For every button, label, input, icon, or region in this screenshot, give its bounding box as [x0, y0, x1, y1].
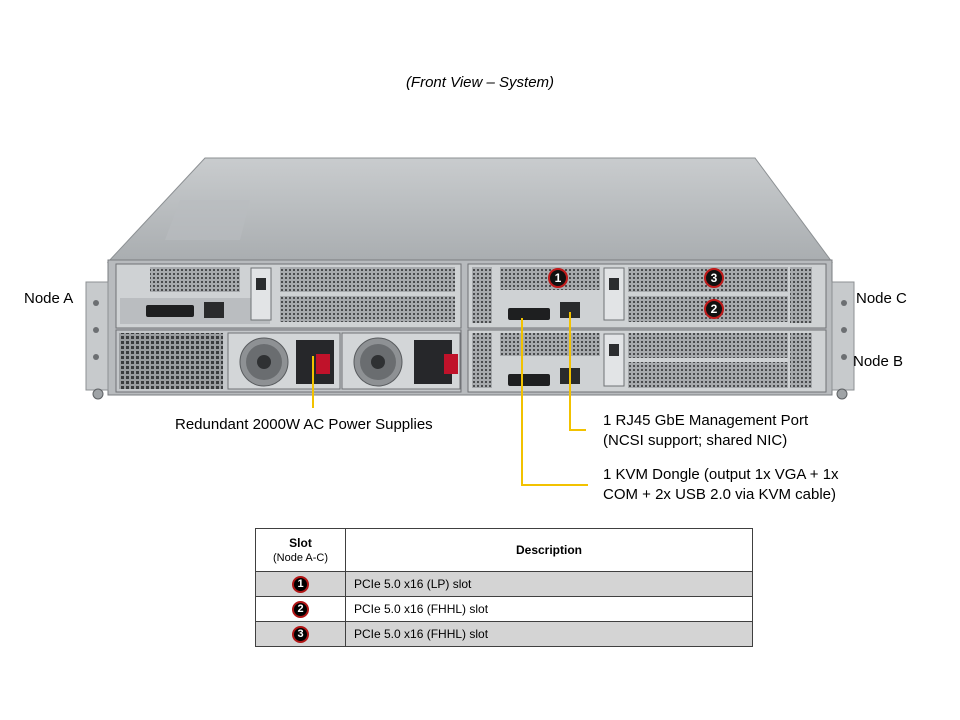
- kvm-leader-line: [521, 318, 588, 486]
- node-a-label: Node A: [24, 290, 74, 307]
- table-header-slot-title: Slot: [289, 536, 312, 550]
- table-row: 2 PCIe 5.0 x16 (FHHL) slot: [255, 596, 753, 622]
- node-c-module: [467, 263, 827, 329]
- table-cell-description: PCIe 5.0 x16 (FHHL) slot: [345, 596, 753, 622]
- rj45-leader-line: [569, 312, 586, 431]
- slot-marker-1: 1: [548, 268, 568, 288]
- leader-lines: [312, 312, 588, 486]
- table-cell-slot: 1: [255, 571, 346, 597]
- psu-callout-text: Redundant 2000W AC Power Supplies: [175, 416, 433, 433]
- right-rack-ear: [831, 281, 855, 391]
- slot-number-badge: 3: [292, 625, 309, 643]
- slot-marker-2: 2: [704, 299, 724, 319]
- figure-caption: (Front View – System): [405, 74, 555, 91]
- table-header-slot-sub: (Node A-C): [272, 552, 329, 564]
- kvm-callout-line2: COM + 2x USB 2.0 via KVM cable): [603, 486, 836, 503]
- slot-marker-3: 3: [704, 268, 724, 288]
- kvm-callout-line1: 1 KVM Dongle (output 1x VGA + 1x: [603, 466, 839, 483]
- table-cell-description: PCIe 5.0 x16 (LP) slot: [345, 571, 753, 597]
- table-row: 3 PCIe 5.0 x16 (FHHL) slot: [255, 621, 753, 647]
- rj45-callout-line2: (NCSI support; shared NIC): [603, 432, 788, 449]
- table-cell-slot: 3: [255, 621, 346, 647]
- node-a-module: [115, 263, 462, 329]
- table-cell-slot: 2: [255, 596, 346, 622]
- table-header-row: Slot (Node A-C) Description: [255, 528, 753, 572]
- node-b-module: [467, 329, 827, 393]
- slot-number-badge: 2: [292, 600, 309, 618]
- table-row: 1 PCIe 5.0 x16 (LP) slot: [255, 571, 753, 597]
- rj45-callout: 1 RJ45 GbE Management Port (NCSI support…: [603, 411, 808, 451]
- psu-callout: Redundant 2000W AC Power Supplies: [175, 415, 433, 435]
- slot-number-badge: 1: [292, 575, 309, 593]
- left-rack-ear: [85, 281, 109, 391]
- node-c-label: Node C: [856, 290, 907, 307]
- kvm-callout: 1 KVM Dongle (output 1x VGA + 1x COM + 2…: [603, 465, 839, 505]
- power-supply-bay: [115, 329, 462, 393]
- table-header-description: Description: [345, 528, 753, 572]
- node-b-label: Node B: [853, 353, 904, 370]
- table-header-slot: Slot (Node A-C): [255, 528, 346, 572]
- rj45-callout-line1: 1 RJ45 GbE Management Port: [603, 412, 809, 429]
- table-cell-description: PCIe 5.0 x16 (FHHL) slot: [345, 621, 753, 647]
- slot-table: Slot (Node A-C) Description 1 PCIe 5.0 x…: [255, 528, 753, 647]
